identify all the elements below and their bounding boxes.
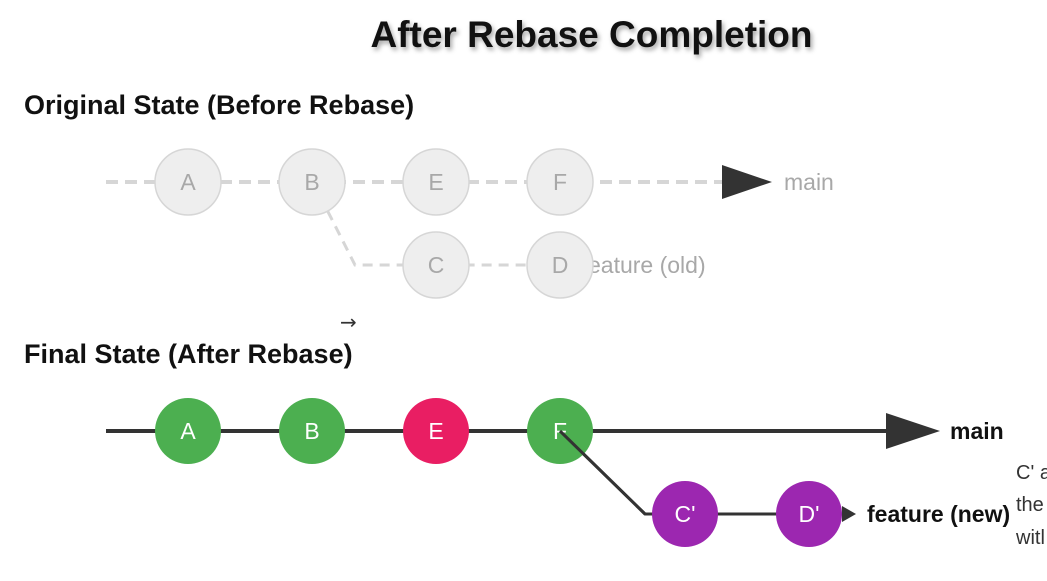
final-main-arrowhead (886, 413, 940, 449)
note-line-1: C' a (1016, 462, 1047, 484)
original-commit-e: E (402, 148, 470, 216)
original-feature-label: eature (old) (588, 252, 706, 278)
final-branch-connector (558, 429, 647, 516)
original-commit-a-label: A (180, 169, 196, 195)
final-state-heading: Final State (After Rebase) (24, 339, 353, 369)
original-commit-d: D (526, 231, 594, 299)
original-commit-e-label: E (428, 169, 443, 195)
original-commit-f-label: F (553, 169, 567, 195)
final-commit-b: B (279, 398, 345, 464)
final-commit-b-label: B (304, 418, 319, 444)
original-main-arrowhead (722, 165, 772, 199)
original-graph: A B E F C main eature (old) D (106, 148, 834, 299)
final-commit-d-prime-label: D' (798, 501, 819, 527)
original-commit-c-label: C (428, 252, 445, 278)
final-graph: A B E F C' D' main feature (new) (106, 398, 1010, 547)
final-main-label: main (950, 418, 1004, 444)
transition-arrow-icon: → (340, 310, 357, 334)
original-main-label: main (784, 169, 834, 195)
note-line-3: witl (1016, 527, 1045, 549)
final-commit-e: E (403, 398, 469, 464)
original-state-heading: Original State (Before Rebase) (24, 90, 415, 120)
final-commit-a: A (155, 398, 221, 464)
final-feature-label: feature (new) (867, 501, 1010, 527)
original-commit-f: F (526, 148, 594, 216)
original-commit-b: B (278, 148, 346, 216)
final-commit-d-prime: D' (776, 481, 842, 547)
final-commit-c-prime-label: C' (674, 501, 695, 527)
note-line-2: the (1016, 494, 1044, 516)
original-commit-b-label: B (304, 169, 319, 195)
final-feature-arrowhead (842, 506, 856, 522)
original-commit-a: A (154, 148, 222, 216)
original-commit-d-label: D (552, 252, 569, 278)
final-commit-a-label: A (180, 418, 196, 444)
original-commit-c: C (402, 231, 470, 299)
original-feature-line (318, 195, 560, 267)
final-commit-c-prime: C' (652, 481, 718, 547)
page-title: After Rebase Completion (370, 14, 813, 55)
final-commit-e-label: E (428, 418, 443, 444)
